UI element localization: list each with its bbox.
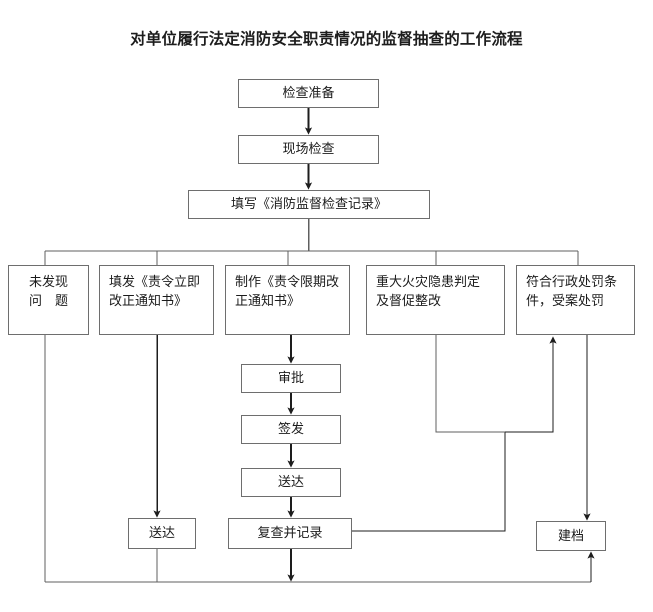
node-issue-immediate-correction-notice[interactable]: 填发《责令立即 改正通知书》 xyxy=(99,265,214,335)
node-label: 检查准备 xyxy=(282,85,335,101)
node-approval[interactable]: 审批 xyxy=(241,364,341,393)
node-label: 送达 xyxy=(148,525,175,541)
edge-b4-f2 xyxy=(435,335,505,433)
edge-m4-b5 xyxy=(352,336,557,532)
node-label: 审批 xyxy=(277,370,304,386)
page-title: 对单位履行法定消防安全职责情况的监督抽查的工作流程 xyxy=(130,31,523,48)
node-service-delivery-left[interactable]: 送达 xyxy=(128,518,196,549)
node-label: 未发现 问 题 xyxy=(28,274,68,308)
node-label: 现场检查 xyxy=(282,141,335,157)
node-onsite-inspection[interactable]: 现场检查 xyxy=(238,135,379,164)
node-no-problem-found[interactable]: 未发现 问 题 xyxy=(8,265,89,335)
node-fill-inspection-record[interactable]: 填写《消防监督检查记录》 xyxy=(188,190,430,219)
node-label: 签发 xyxy=(277,421,304,437)
node-administrative-penalty[interactable]: 符合行政处罚条 件，受案处罚 xyxy=(516,265,635,335)
node-inspection-preparation[interactable]: 检查准备 xyxy=(238,79,379,108)
node-review-and-record[interactable]: 复查并记录 xyxy=(228,518,352,549)
node-label: 送达 xyxy=(277,474,304,490)
node-service-delivery-middle[interactable]: 送达 xyxy=(241,468,341,497)
node-label: 填发《责令立即 改正通知书》 xyxy=(109,274,201,308)
node-label: 建档 xyxy=(557,527,584,543)
node-label: 制作《责令限期改 正通知书》 xyxy=(235,274,340,308)
node-label: 重大火灾隐患判定 及督促整改 xyxy=(376,274,481,308)
node-archiving[interactable]: 建档 xyxy=(536,521,606,551)
node-label: 填写《消防监督检查记录》 xyxy=(230,196,387,212)
node-major-fire-hazard-determination[interactable]: 重大火灾隐患判定 及督促整改 xyxy=(366,265,505,335)
node-signing[interactable]: 签发 xyxy=(241,415,341,444)
node-label: 符合行政处罚条 件，受案处罚 xyxy=(526,274,618,308)
node-make-deadline-correction-notice[interactable]: 制作《责令限期改 正通知书》 xyxy=(225,265,350,335)
node-label: 复查并记录 xyxy=(257,525,323,541)
